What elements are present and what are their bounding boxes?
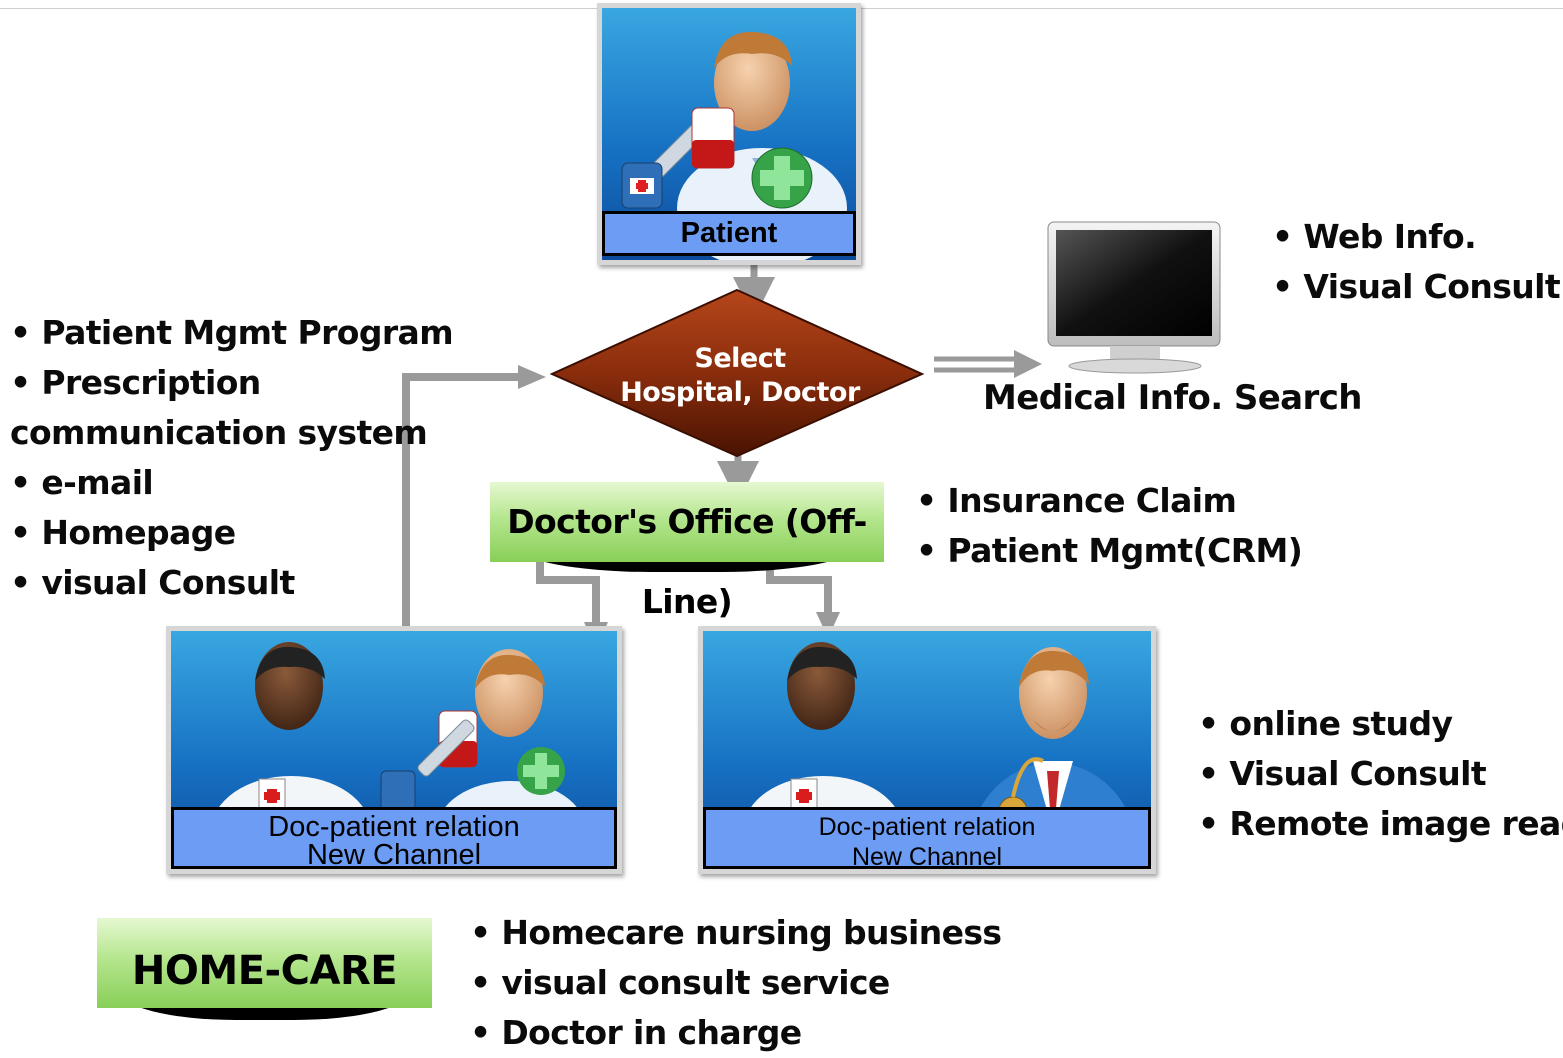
office-bullet-item: Insurance Claim: [916, 476, 1302, 526]
homecare-bullet-item: visual consult service: [470, 958, 1001, 1008]
arrow-select-to-search: [934, 350, 1042, 378]
left-bullet-continuation: communication system: [10, 413, 428, 452]
left-channel-caption: Doc-patient relation New Channel: [171, 807, 617, 871]
left-bullet-item: visual Consult: [10, 558, 453, 608]
left-caption-line2: New Channel: [306, 839, 482, 871]
left-bullet-item: e-mail: [10, 458, 453, 508]
left-caption-line1: Doc-patient relation: [268, 811, 520, 843]
office-label[interactable]: Doctor's Office (Off-Line): [490, 482, 884, 621]
patient-caption: Patient: [602, 211, 856, 256]
right-channel-panel: Doc-patient relation New Channel: [698, 626, 1156, 886]
right-bullet-item: online study: [1198, 699, 1563, 749]
left-bullet-list: Patient Mgmt Program Prescription commun…: [10, 308, 454, 608]
medicine-bottle-icon: [621, 107, 735, 209]
green-cross-icon: [751, 147, 813, 209]
medical-search-label: Medical Info. Search: [983, 378, 1362, 418]
left-bullet-item: Homepage: [10, 508, 453, 558]
web-bullet-item: Visual Consult: [1272, 262, 1560, 312]
right-channel-caption: Doc-patient relation New Channel: [703, 807, 1151, 871]
patient-panel: Patient: [597, 3, 861, 268]
homecare-label[interactable]: HOME-CARE: [97, 918, 432, 1008]
left-bullet-item: Prescription: [10, 358, 453, 408]
right-bullet-item: Visual Consult: [1198, 749, 1563, 799]
right-caption-line2: New Channel: [851, 843, 1003, 871]
office-bullet-item: Patient Mgmt(CRM): [916, 526, 1302, 576]
select-line2: Hospital, Doctor: [620, 377, 860, 408]
select-diamond-label: Select Hospital, Doctor: [590, 342, 890, 410]
web-bullet-list: Web Info. Visual Consult: [1272, 212, 1560, 312]
left-bullet-item: Patient Mgmt Program: [10, 308, 453, 358]
select-diamond[interactable]: [548, 288, 926, 460]
right-caption-line1: Doc-patient relation: [818, 813, 1036, 841]
web-bullet-item: Web Info.: [1272, 212, 1560, 262]
right-bullet-list: online study Visual Consult Remote image…: [1198, 699, 1563, 849]
homecare-bullet-item: Doctor in charge: [470, 1008, 1001, 1058]
office-bullet-list: Insurance Claim Patient Mgmt(CRM): [916, 476, 1302, 576]
monitor-icon: [1047, 221, 1221, 374]
homecare-bullet-list: Homecare nursing business visual consult…: [470, 908, 1002, 1058]
right-bullet-item: Remote image read: [1198, 799, 1563, 849]
left-channel-panel: Doc-patient relation New Channel: [166, 626, 622, 886]
select-line1: Select: [694, 343, 786, 374]
homecare-bullet-item: Homecare nursing business: [470, 908, 1002, 958]
